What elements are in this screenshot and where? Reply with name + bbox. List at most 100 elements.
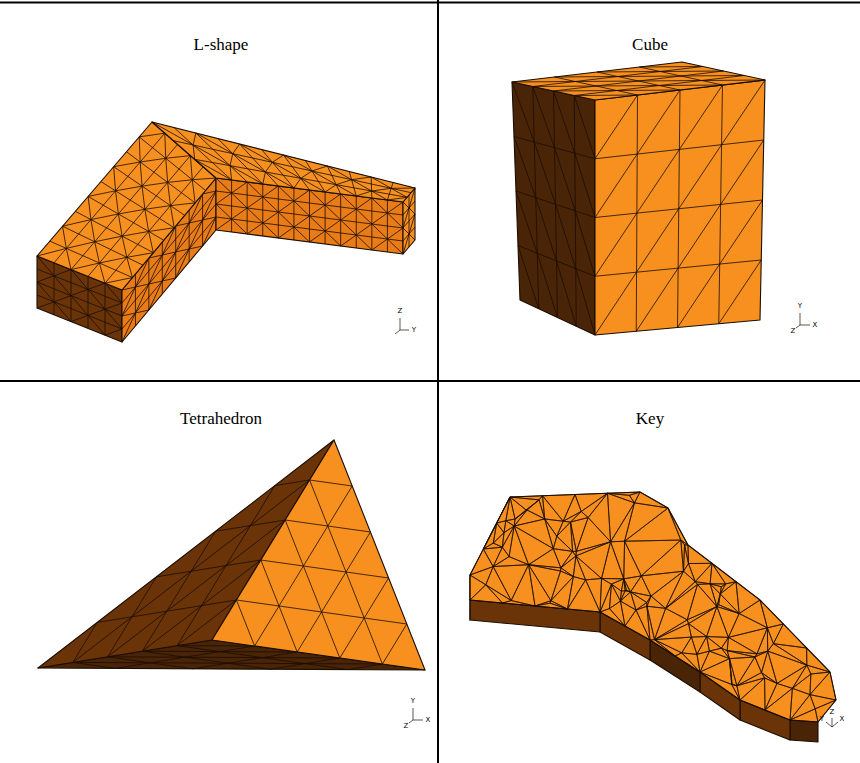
mesh-edge xyxy=(230,166,232,180)
mesh-edge xyxy=(625,540,681,576)
mesh-edge xyxy=(493,565,528,601)
mesh-edge xyxy=(729,659,736,686)
mesh-edge xyxy=(512,81,575,83)
mesh-edge xyxy=(37,248,66,256)
mesh-edge xyxy=(142,186,145,209)
mesh-edge xyxy=(149,281,162,310)
mesh-edge xyxy=(611,584,621,601)
mesh-edge xyxy=(114,162,141,167)
mesh-edge xyxy=(510,497,526,519)
mesh-edge xyxy=(533,86,596,88)
mesh-edge xyxy=(511,565,535,606)
cube-mesh xyxy=(512,62,810,335)
mesh-edge xyxy=(192,180,195,203)
mesh-edge xyxy=(400,330,409,331)
mesh-edge xyxy=(105,329,122,335)
mesh-edge xyxy=(196,133,233,154)
mesh-edge xyxy=(325,205,341,220)
mesh-edge xyxy=(216,219,232,230)
mesh-edge xyxy=(71,296,88,316)
mesh-edge xyxy=(356,191,371,196)
mesh-edge xyxy=(777,665,807,688)
mesh-edge xyxy=(108,657,340,658)
mesh-edge xyxy=(173,141,411,193)
mesh-edge xyxy=(294,216,310,227)
mesh-edge xyxy=(387,213,403,228)
mesh-face xyxy=(152,122,415,202)
mesh-edge xyxy=(114,167,116,191)
mesh-edge xyxy=(620,591,630,601)
mesh-edge xyxy=(118,214,122,236)
mesh-edge xyxy=(683,564,695,582)
mesh-edge xyxy=(232,193,248,208)
mesh-edge xyxy=(88,191,115,197)
mesh-edge xyxy=(737,657,762,686)
mesh-edge xyxy=(122,313,135,342)
mesh-edge xyxy=(740,678,765,710)
mesh-edge xyxy=(514,519,553,549)
mesh-edge xyxy=(261,560,389,578)
mesh-edge xyxy=(543,495,576,522)
mesh-edge xyxy=(91,214,118,220)
mesh-edge xyxy=(503,601,536,606)
mesh-edge xyxy=(553,549,572,568)
mesh-edge xyxy=(654,620,688,640)
mesh-edge xyxy=(514,137,536,198)
mesh-edge xyxy=(691,637,706,655)
mesh-edge xyxy=(294,178,301,188)
axis-label: Y xyxy=(412,327,416,334)
mesh-edge xyxy=(114,167,185,216)
mesh-edge xyxy=(301,171,312,178)
mesh-edge xyxy=(371,177,373,198)
mesh-edge xyxy=(265,162,272,172)
mesh-edge xyxy=(700,672,740,700)
mesh-edge xyxy=(608,493,635,503)
mesh-edge xyxy=(54,133,165,263)
mesh-edge xyxy=(403,208,409,228)
mesh-edge xyxy=(216,204,232,219)
mesh-edge xyxy=(240,144,279,186)
mesh-edge xyxy=(88,156,190,277)
mesh-edge xyxy=(240,144,273,162)
mesh-edge xyxy=(609,601,625,626)
mesh-edge xyxy=(325,194,341,205)
mesh-edge xyxy=(574,96,595,159)
mesh-edge xyxy=(285,520,340,658)
mesh-edge xyxy=(149,231,154,252)
mesh-edge xyxy=(597,71,660,73)
mesh-edge xyxy=(168,182,171,205)
mesh-edge xyxy=(512,82,534,142)
axis-label: Y xyxy=(820,716,824,723)
mesh-edge xyxy=(176,249,189,252)
mesh-edge xyxy=(387,197,407,200)
mesh-edge xyxy=(247,208,263,223)
tetrahedron-mesh xyxy=(38,440,425,723)
mesh-edge xyxy=(372,224,388,239)
panel-divider xyxy=(0,380,860,382)
mesh-edge xyxy=(195,159,232,180)
mesh-edge xyxy=(678,204,721,268)
mesh-edge xyxy=(325,220,341,231)
mesh-edge xyxy=(409,720,413,723)
mesh-edge xyxy=(790,709,818,722)
mesh-edge xyxy=(637,149,680,213)
mesh-edge xyxy=(595,213,637,276)
axis-label: Z xyxy=(398,308,403,315)
mesh-edge xyxy=(689,607,717,637)
mesh-edge xyxy=(403,228,409,234)
mesh-edge xyxy=(695,563,712,583)
mesh-edge xyxy=(588,493,610,542)
mesh-edge xyxy=(37,276,54,282)
mesh-edge xyxy=(557,522,573,551)
mesh-edge xyxy=(372,239,388,250)
mesh-edge xyxy=(336,180,351,185)
mesh-edge xyxy=(63,220,91,227)
mesh-edge xyxy=(75,211,153,252)
mesh-edge xyxy=(636,268,678,331)
mesh-edge xyxy=(149,281,162,284)
mesh-edge xyxy=(139,133,165,137)
mesh-edge xyxy=(101,182,174,228)
panel-title: Key xyxy=(636,410,664,427)
mesh-edge xyxy=(832,718,833,727)
